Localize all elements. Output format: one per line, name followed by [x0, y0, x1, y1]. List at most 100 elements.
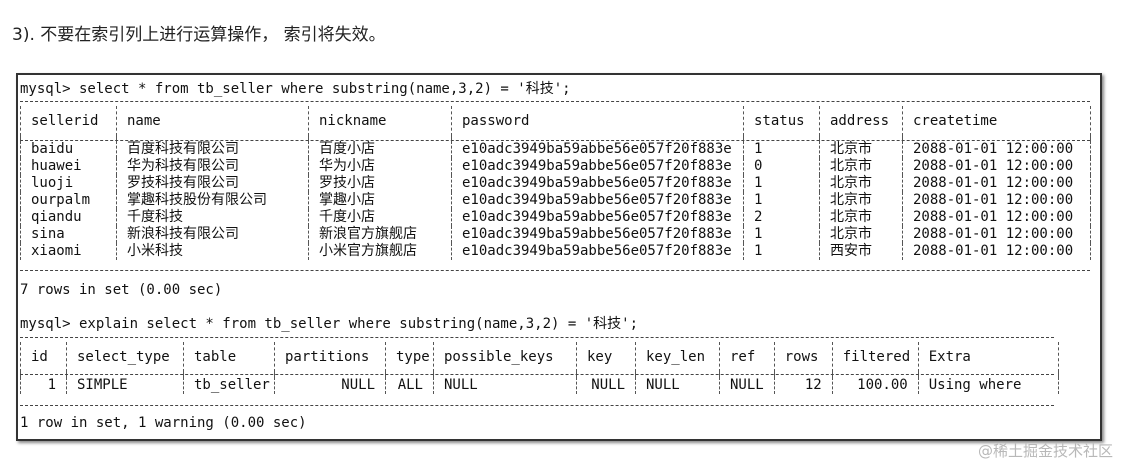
table-cell: 2088-01-01 12:00:00	[902, 226, 1091, 243]
column-header: partitions	[274, 342, 386, 372]
column-header: possible_keys	[433, 342, 577, 372]
table-cell: Using where	[917, 377, 1059, 394]
column-header: name	[116, 106, 309, 136]
table-cell: 华为小店	[308, 158, 452, 175]
table-cell: NULL	[433, 377, 577, 394]
table-cell: 2088-01-01 12:00:00	[902, 243, 1091, 260]
query2-command: mysql> explain select * from tb_seller w…	[20, 316, 639, 332]
column-header: rows	[773, 342, 833, 372]
table-cell: huawei	[20, 158, 117, 175]
table-cell: 新浪科技有限公司	[116, 226, 309, 243]
table-cell: 北京市	[819, 192, 903, 209]
column-header: password	[451, 106, 744, 136]
table-cell: NULL	[719, 377, 775, 394]
terminal-window[interactable]: mysql> select * from tb_seller where sub…	[16, 73, 1102, 441]
column-header: ref	[719, 342, 775, 372]
table-cell: e10adc3949ba59abbe56e057f20f883e	[451, 175, 744, 192]
table-cell: 罗技小店	[308, 175, 452, 192]
table-cell: 北京市	[819, 175, 903, 192]
table2-bottom-rule	[20, 405, 1054, 406]
table-cell: 百度小店	[308, 141, 452, 158]
table-cell: 2088-01-01 12:00:00	[902, 158, 1091, 175]
table-cell: 北京市	[819, 158, 903, 175]
table-cell: 新浪官方旗舰店	[308, 226, 452, 243]
table-cell: e10adc3949ba59abbe56e057f20f883e	[451, 192, 744, 209]
table-cell: 小米官方旗舰店	[308, 243, 452, 260]
table-cell: 西安市	[819, 243, 903, 260]
table-cell: NULL	[576, 377, 636, 394]
table-cell: 2088-01-01 12:00:00	[902, 192, 1091, 209]
table-cell: 1	[743, 175, 820, 192]
table-cell: 1	[743, 141, 820, 158]
table-cell: xiaomi	[20, 243, 117, 260]
table-cell: e10adc3949ba59abbe56e057f20f883e	[451, 243, 744, 260]
table-cell: 小米科技	[116, 243, 309, 260]
table-cell: NULL	[635, 377, 720, 394]
table-cell: qiandu	[20, 209, 117, 226]
column-header: createtime	[902, 106, 1091, 136]
table-cell: 1	[20, 377, 67, 394]
column-header: key_len	[635, 342, 720, 372]
column-header: table	[183, 342, 275, 372]
table2-top-rule	[20, 337, 1054, 338]
table-cell: 千度科技	[116, 209, 309, 226]
column-header: Extra	[917, 342, 1059, 372]
table-cell: e10adc3949ba59abbe56e057f20f883e	[451, 141, 744, 158]
table-cell: 0	[743, 158, 820, 175]
query1-command: mysql> select * from tb_seller where sub…	[20, 81, 571, 97]
column-header: status	[743, 106, 820, 136]
table1-top-rule	[20, 101, 1090, 102]
table-cell: 千度小店	[308, 209, 452, 226]
column-header: id	[20, 342, 67, 372]
table-cell: 掌趣小店	[308, 192, 452, 209]
table-cell: 百度科技有限公司	[116, 141, 309, 158]
table-cell: ourpalm	[20, 192, 117, 209]
table-cell: 2088-01-01 12:00:00	[902, 209, 1091, 226]
table-cell: 北京市	[819, 209, 903, 226]
table-cell: 华为科技有限公司	[116, 158, 309, 175]
table-cell: e10adc3949ba59abbe56e057f20f883e	[451, 158, 744, 175]
watermark-text: @稀土掘金技术社区	[977, 442, 1113, 460]
column-header: sellerid	[20, 106, 117, 136]
table-cell: 罗技科技有限公司	[116, 175, 309, 192]
table-cell: 2088-01-01 12:00:00	[902, 175, 1091, 192]
table-cell: e10adc3949ba59abbe56e057f20f883e	[451, 226, 744, 243]
table-cell: baidu	[20, 141, 117, 158]
table-cell: SIMPLE	[66, 377, 184, 394]
table-cell: 2088-01-01 12:00:00	[902, 141, 1091, 158]
table-cell: 1	[743, 243, 820, 260]
section-heading: 3). 不要在索引列上进行运算操作， 索引将失效。	[12, 25, 386, 45]
table1-bottom-rule	[20, 270, 1090, 271]
table-cell: 1	[743, 226, 820, 243]
table-cell: sina	[20, 226, 117, 243]
table-cell: ALL	[385, 377, 434, 394]
table-cell: 1	[743, 192, 820, 209]
query1-result-status: 7 rows in set (0.00 sec)	[20, 282, 223, 298]
table2-header-rule	[20, 374, 1054, 375]
table-cell: tb_seller	[183, 377, 275, 394]
table-cell: 12	[773, 377, 833, 394]
column-header: nickname	[308, 106, 452, 136]
table-cell: e10adc3949ba59abbe56e057f20f883e	[451, 209, 744, 226]
table-cell: 掌趣科技股份有限公司	[116, 192, 309, 209]
column-header: key	[576, 342, 636, 372]
query2-result-status: 1 row in set, 1 warning (0.00 sec)	[20, 415, 307, 431]
column-header: select_type	[66, 342, 184, 372]
column-header: address	[819, 106, 903, 136]
table-cell: 2	[743, 209, 820, 226]
table-cell: 100.00	[831, 377, 919, 394]
column-header: type	[385, 342, 434, 372]
table-cell: 北京市	[819, 141, 903, 158]
table-cell: luoji	[20, 175, 117, 192]
table-cell: 北京市	[819, 226, 903, 243]
table1-header-rule	[20, 140, 1090, 141]
